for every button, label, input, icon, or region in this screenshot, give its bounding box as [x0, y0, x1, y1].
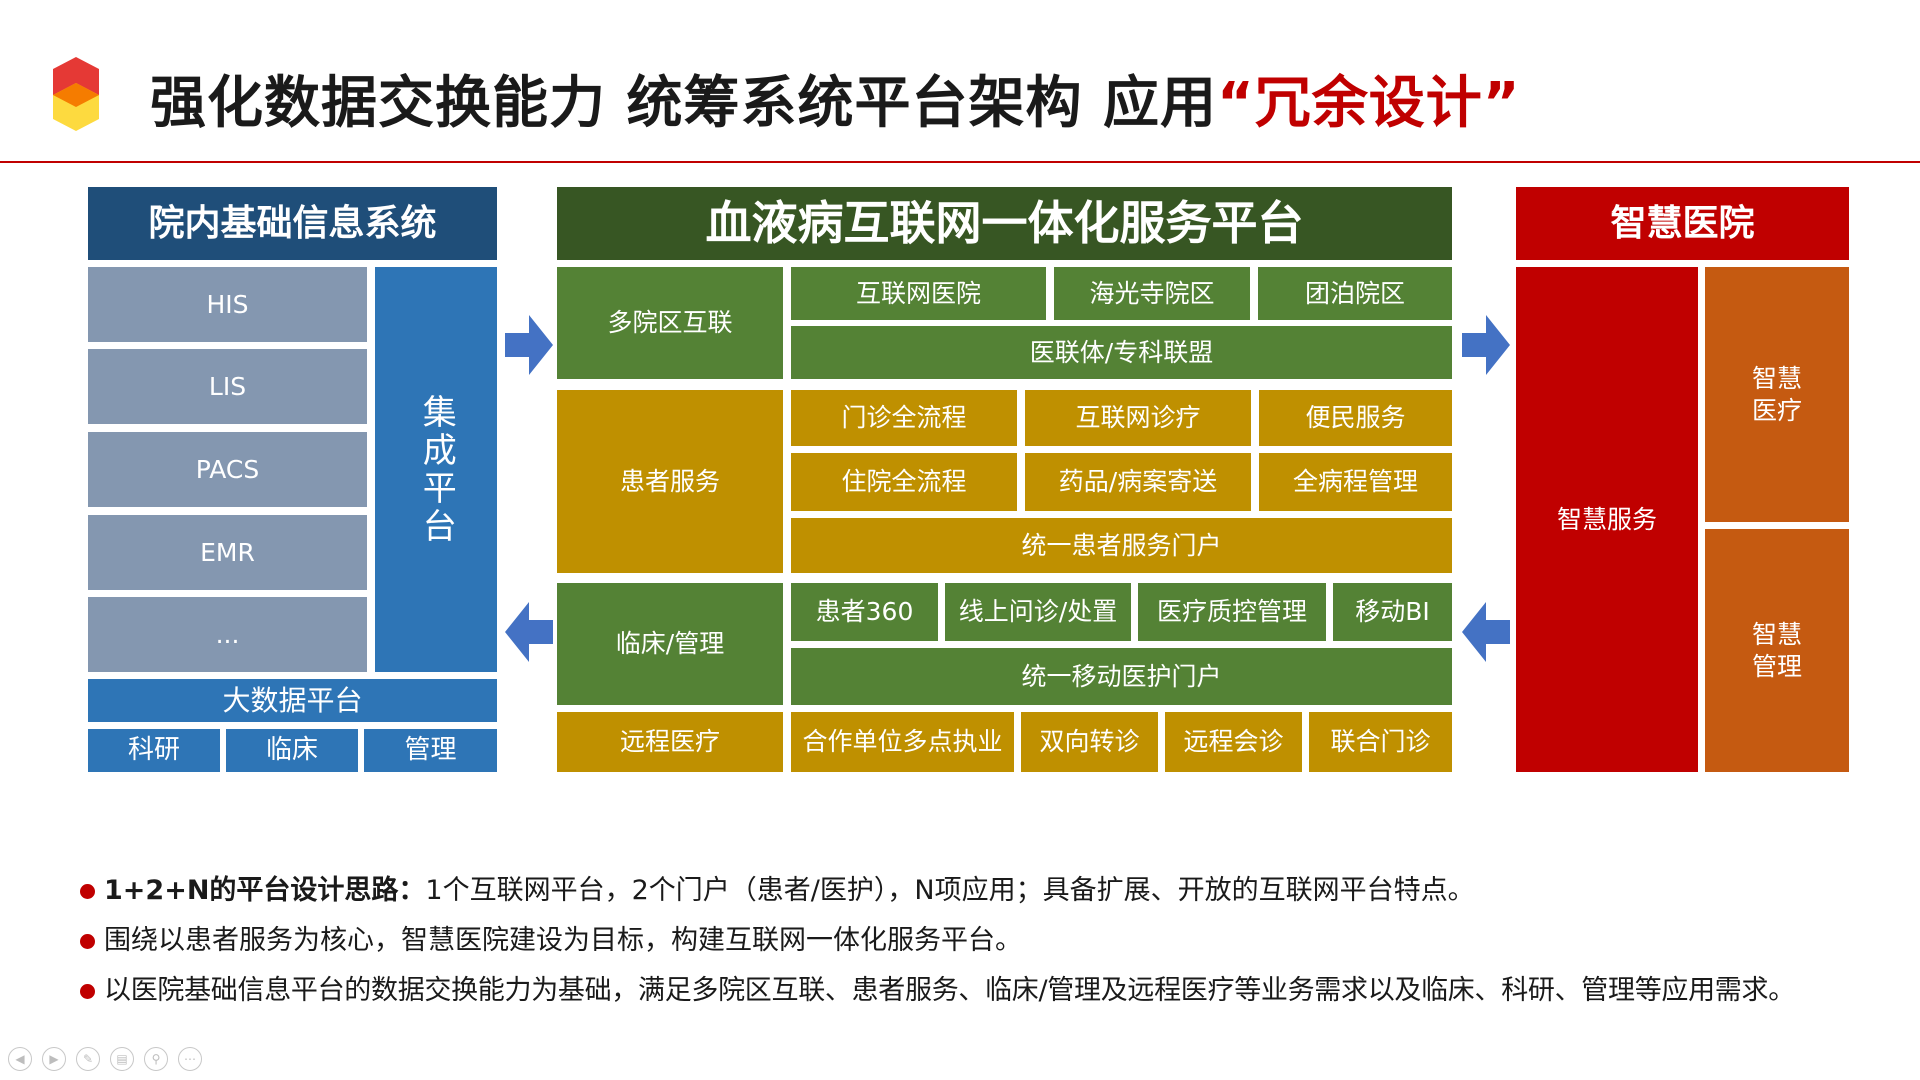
online-consult: 线上问诊/处置	[945, 583, 1131, 641]
internet-hospital: 互联网医院	[791, 267, 1046, 320]
clinical-management-label: 临床/管理	[557, 583, 783, 705]
inpatient-flow: 住院全流程	[791, 453, 1017, 511]
copy-icon[interactable]: ▤	[110, 1047, 134, 1071]
integration-platform: 集成平台	[375, 267, 497, 672]
smart-management: 智慧管理	[1705, 529, 1849, 772]
arrow-right-icon	[1462, 315, 1510, 375]
system-pacs: PACS	[88, 432, 367, 507]
title-main: 强化数据交换能力 统筹系统平台架构 应用	[150, 71, 1217, 136]
arrow-right-icon	[505, 315, 553, 375]
multi-site-practice: 合作单位多点执业	[791, 712, 1014, 772]
center-header: 血液病互联网一体化服务平台	[557, 187, 1452, 260]
mobile-staff-portal: 统一移动医护门户	[791, 648, 1452, 705]
convenience-service: 便民服务	[1259, 390, 1452, 446]
patient-service-label: 患者服务	[557, 390, 783, 573]
bullet-item: 围绕以患者服务为核心，智慧医院建设为目标，构建互联网一体化服务平台。	[80, 916, 1900, 966]
remote-consultation: 远程会诊	[1165, 712, 1302, 772]
system-more: ...	[88, 597, 367, 672]
bullet-item: 以医院基础信息平台的数据交换能力为基础，满足多院区互联、患者服务、临床/管理及远…	[80, 966, 1900, 1016]
logo	[50, 55, 102, 135]
bullet-text: 以医院基础信息平台的数据交换能力为基础，满足多院区互联、患者服务、临床/管理及远…	[104, 975, 1795, 1006]
smart-medical: 智慧医疗	[1705, 267, 1849, 522]
bullet-text: 1个互联网平台，2个门户（患者/医护），N项应用；具备扩展、开放的互联网平台特点…	[425, 875, 1475, 906]
full-course-management: 全病程管理	[1259, 453, 1452, 511]
next-icon[interactable]: ▶	[42, 1047, 66, 1071]
patient-portal: 统一患者服务门户	[791, 518, 1452, 573]
joint-clinic: 联合门诊	[1309, 712, 1452, 772]
haiguangsi-campus: 海光寺院区	[1054, 267, 1250, 320]
system-lis: LIS	[88, 349, 367, 424]
prev-icon[interactable]: ◀	[8, 1047, 32, 1071]
internet-diagnosis: 互联网诊疗	[1025, 390, 1251, 446]
arrow-left-icon	[505, 602, 553, 662]
drug-record-delivery: 药品/病案寄送	[1025, 453, 1251, 511]
bullet-list: 1+2+N的平台设计思路：1个互联网平台，2个门户（患者/医护），N项应用；具备…	[80, 866, 1900, 1016]
bullet-bold: 1+2+N的平台设计思路：	[104, 875, 426, 906]
two-way-referral: 双向转诊	[1021, 712, 1158, 772]
bullet-item: 1+2+N的平台设计思路：1个互联网平台，2个门户（患者/医护），N项应用；具备…	[80, 866, 1900, 916]
patient-360: 患者360	[791, 583, 938, 641]
bottom-management: 管理	[364, 729, 497, 772]
bigdata-platform: 大数据平台	[88, 679, 497, 722]
left-header: 院内基础信息系统	[88, 187, 497, 260]
bullet-text: 围绕以患者服务为核心，智慧医院建设为目标，构建互联网一体化服务平台。	[104, 925, 1022, 956]
pen-icon[interactable]: ✎	[76, 1047, 100, 1071]
smart-service: 智慧服务	[1516, 267, 1698, 772]
logo-icon	[53, 57, 99, 131]
zoom-icon[interactable]: ⚲	[144, 1047, 168, 1071]
arrow-left-icon	[1462, 602, 1510, 662]
page-title: 强化数据交换能力 统筹系统平台架构 应用“冗余设计”	[150, 58, 1521, 139]
mobile-bi: 移动BI	[1333, 583, 1452, 641]
tuanbo-campus: 团泊院区	[1258, 267, 1452, 320]
quality-control: 医疗质控管理	[1138, 583, 1326, 641]
outpatient-flow: 门诊全流程	[791, 390, 1017, 446]
bottom-clinical: 临床	[226, 729, 358, 772]
title-highlight: “冗余设计”	[1217, 71, 1521, 136]
more-icon[interactable]: ⋯	[178, 1047, 202, 1071]
alliance: 医联体/专科联盟	[791, 326, 1452, 379]
system-his: HIS	[88, 267, 367, 342]
title-divider	[0, 161, 1920, 163]
remote-medical-label: 远程医疗	[557, 712, 783, 772]
bottom-research: 科研	[88, 729, 220, 772]
system-emr: EMR	[88, 515, 367, 590]
multi-campus-label: 多院区互联	[557, 267, 783, 379]
right-header: 智慧医院	[1516, 187, 1849, 260]
